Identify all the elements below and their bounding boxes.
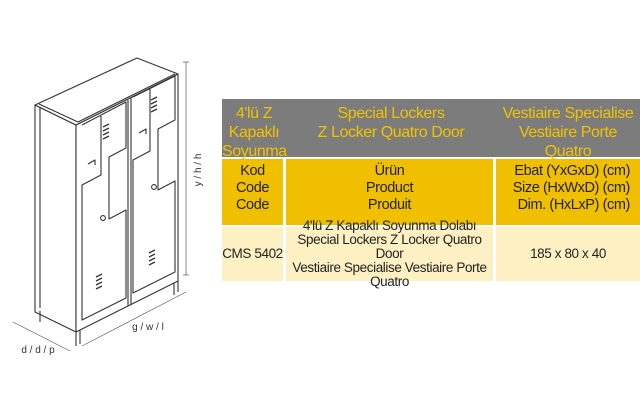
locker-drawing: y / h / h g / w / l d / d / p: [12, 57, 204, 356]
subheader-size-line: Dim. (HxLxP) (cm): [517, 197, 631, 213]
spec-table: 4'lü Z Kapaklı Soyunma Dolapları Special…: [222, 99, 640, 289]
header-turkish-line: Soyunma Dolapları: [222, 143, 287, 179]
subheader-product-line: Product: [365, 180, 414, 196]
row-product-line: 4'lü Z Kapaklı Soyunma Dolabı: [302, 218, 477, 233]
table-subheader-row: Kod Code Code Ürün Product Produit Ebat …: [222, 159, 640, 225]
header-turkish-line: 4'lü Z Kapaklı: [228, 105, 280, 141]
table-row: CMS 5402 4'lü Z Kapaklı Soyunma Dolabı S…: [222, 219, 640, 289]
row-separator: [222, 225, 640, 227]
subheader-product-line: Ürün: [374, 163, 405, 179]
row-separator: [222, 157, 640, 159]
header-english-title: Special Lockers Z Locker Quatro Door: [286, 99, 496, 157]
header-french-line: Vestiaire Porte Quatro: [518, 124, 618, 160]
header-english-line: Special Lockers: [337, 105, 445, 122]
subheader-size-line: Size (HxWxD) (cm): [512, 180, 631, 196]
subheader-code-line: Code: [235, 197, 270, 213]
subheader-size: Ebat (YxGxD) (cm) Size (HxWxD) (cm) Dim.…: [496, 159, 640, 225]
subheader-product: Ürün Product Produit: [286, 159, 496, 225]
row-code: CMS 5402: [222, 227, 286, 281]
header-french-line: Vestiaire Specialise: [502, 105, 634, 122]
row-code-text: CMS 5402: [222, 246, 283, 261]
row-product-line: Special Lockers Z Locker Quatro Door: [297, 232, 482, 261]
header-english-line: Z Locker Quatro Door: [317, 124, 465, 141]
height-dimension-label: y / h / h: [193, 154, 204, 187]
subheader-code-line: Kod: [240, 163, 265, 179]
subheader-product-line: Produit: [367, 197, 412, 213]
subheader-code-line: Code: [235, 180, 270, 196]
depth-dimension-label: d / d / p: [21, 345, 55, 356]
row-size-text: 185 x 80 x 40: [530, 246, 606, 261]
subheader-size-line: Ebat (YxGxD) (cm): [514, 163, 630, 179]
row-size: 185 x 80 x 40: [496, 227, 640, 281]
header-turkish-title: 4'lü Z Kapaklı Soyunma Dolapları: [222, 99, 287, 179]
table-header-row: 4'lü Z Kapaklı Soyunma Dolapları Special…: [222, 99, 640, 179]
width-dimension-label: g / w / l: [132, 322, 164, 333]
header-french-title: Vestiaire Specialise Vestiaire Porte Qua…: [496, 99, 640, 160]
row-product: 4'lü Z Kapaklı Soyunma Dolabı Special Lo…: [286, 219, 496, 289]
subheader-code: Kod Code Code: [222, 159, 286, 225]
row-product-line: Vestiaire Specialise Vestiaire Porte Qua…: [292, 260, 487, 289]
